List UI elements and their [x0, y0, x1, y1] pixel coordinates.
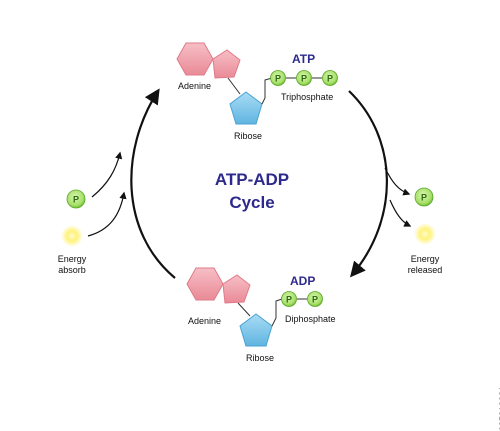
energy-released-label-line1: Energy: [411, 254, 440, 264]
adp-phosphate-2: P: [307, 291, 323, 307]
atp-phosphate-1: P: [270, 70, 286, 86]
svg-text:P: P: [73, 195, 79, 205]
cycle-title-line2: Cycle: [229, 193, 274, 212]
left-phosphate: P: [66, 189, 86, 209]
adp-molecule: Adenine Ribose P P ADP Diphosphate: [186, 267, 336, 363]
adp-ribose-pentagon: [239, 313, 273, 347]
arrow-energy-out: [389, 199, 412, 227]
svg-text:P: P: [421, 193, 427, 203]
cycle-title-line1: ATP-ADP: [215, 170, 289, 189]
atp-bond-adenine-ribose: [227, 77, 241, 95]
adp-bond-adenine-ribose: [237, 302, 251, 317]
arrow-adp-to-atp: [130, 88, 176, 279]
adp-name: ADP: [290, 274, 315, 288]
energy-absorb-label-line1: Energy: [58, 254, 87, 264]
atp-adp-cycle-diagram: Adenine Ribose P P P ATP Triphosphate Ad…: [58, 42, 443, 363]
adp-adenine-hexagon: [186, 267, 224, 301]
adp-adenine-label: Adenine: [188, 316, 221, 326]
atp-bond-ribose-phosphate: [261, 77, 273, 105]
energy-absorb-label-line2: absorb: [58, 265, 86, 275]
arrow-atp-to-adp: [348, 90, 388, 278]
svg-text:P: P: [327, 74, 333, 84]
atp-adenine-hexagon: [176, 42, 214, 76]
adp-bond-ribose-phosphate: [271, 298, 283, 327]
svg-text:P: P: [301, 74, 307, 84]
svg-text:P: P: [275, 74, 281, 84]
adp-adenine-pentagon: [222, 274, 251, 304]
diagram-stage: Adenine Ribose P P P ATP Triphosphate Ad…: [57, 0, 500, 431]
svg-text:P: P: [286, 295, 292, 305]
atp-molecule: Adenine Ribose P P P ATP Triphosphate: [176, 42, 338, 141]
stock-sidebar: 695019021: [486, 0, 500, 431]
arrow-energy-in: [87, 191, 127, 237]
atp-name: ATP: [292, 52, 315, 66]
adp-phosphate-label: Diphosphate: [285, 314, 336, 324]
arrow-phosphate-out: [384, 167, 411, 196]
svg-text:P: P: [312, 295, 318, 305]
atp-ribose-label: Ribose: [234, 131, 262, 141]
left-energy-glow: [61, 225, 83, 247]
energy-released-label-line2: released: [408, 265, 443, 275]
atp-adenine-label: Adenine: [178, 81, 211, 91]
atp-phosphate-3: P: [322, 70, 338, 86]
atp-phosphate-2: P: [296, 70, 312, 86]
adp-ribose-label: Ribose: [246, 353, 274, 363]
right-phosphate: P: [414, 187, 434, 207]
atp-phosphate-label: Triphosphate: [281, 92, 333, 102]
atp-adenine-pentagon: [212, 49, 241, 79]
arrow-phosphate-in: [91, 151, 123, 198]
adp-phosphate-1: P: [281, 291, 297, 307]
right-energy-glow: [414, 223, 436, 245]
atp-ribose-pentagon: [229, 91, 263, 125]
